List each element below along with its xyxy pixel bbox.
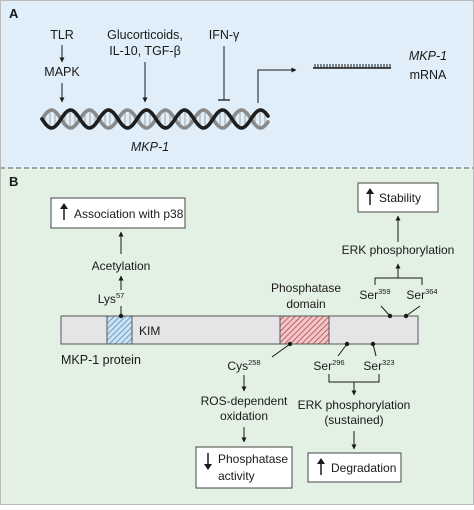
glucocorticoids-label-line1: Glucorticoids,	[107, 28, 183, 42]
ser359-label: Ser359	[359, 287, 390, 302]
dna-helix-icon	[40, 108, 270, 130]
up-arrow-icon	[60, 203, 68, 220]
lys57-site-dot	[118, 313, 124, 319]
panel-a-background	[0, 0, 474, 168]
gene-label: MKP-1	[131, 140, 169, 154]
ser296-pointer	[337, 343, 348, 357]
mapk-label: MAPK	[44, 65, 80, 79]
mrna-label: mRNA	[410, 68, 447, 82]
ros-label-line2: oxidation	[220, 409, 268, 423]
up-arrow-icon	[366, 188, 374, 205]
erk-sustained-line2: (sustained)	[324, 413, 383, 427]
lys57-label: Lys57	[98, 291, 125, 306]
panel-a-label: A	[9, 6, 19, 21]
ser323-label: Ser323	[363, 358, 394, 373]
down-arrow-icon	[204, 453, 212, 470]
erk-phosphorylation-label: ERK phosphorylation	[342, 243, 455, 257]
glucocorticoids-label-line2: IL-10, TGF-β	[109, 44, 181, 58]
phosphatase-domain-label-line1: Phosphatase	[271, 281, 341, 295]
ser364-pointer	[405, 305, 421, 317]
mrna-gene-name: MKP-1	[409, 49, 447, 63]
tlr-label: TLR	[50, 28, 74, 42]
ros-label-line1: ROS-dependent	[201, 394, 288, 408]
cys258-label: Cys258	[227, 358, 260, 373]
ser323-pointer	[372, 343, 377, 357]
stability-text: Stability	[379, 191, 421, 205]
ser364-label: Ser364	[406, 287, 437, 302]
kim-domain	[106, 315, 133, 345]
association-text: Association with p38	[74, 207, 184, 221]
erk-sustained-line1: ERK phosphorylation	[298, 398, 411, 412]
kim-label: KIM	[139, 324, 160, 338]
protein-label: MKP-1 protein	[61, 353, 141, 367]
up-arrow-icon	[317, 458, 325, 475]
degradation-text: Degradation	[331, 461, 396, 475]
cys258-pointer	[271, 343, 291, 358]
phosphatase-domain-label-line2: domain	[286, 297, 325, 311]
phosphatase-domain	[279, 315, 330, 345]
association-box	[50, 197, 186, 229]
ser296-label: Ser296	[313, 358, 344, 373]
phosphatase-activity-line1: Phosphatase	[218, 452, 288, 466]
panel-b-label: B	[9, 174, 18, 189]
phosphatase-activity-box	[195, 446, 293, 489]
stability-box	[357, 182, 439, 213]
mrna-icon	[313, 64, 391, 69]
degradation-box	[307, 452, 402, 483]
transcription-arrow	[257, 67, 297, 103]
ser359-pointer	[380, 305, 391, 317]
phosphatase-activity-line2: activity	[218, 469, 255, 483]
acetylation-label: Acetylation	[92, 259, 151, 273]
ifn-gamma-label: IFN-γ	[209, 28, 240, 42]
